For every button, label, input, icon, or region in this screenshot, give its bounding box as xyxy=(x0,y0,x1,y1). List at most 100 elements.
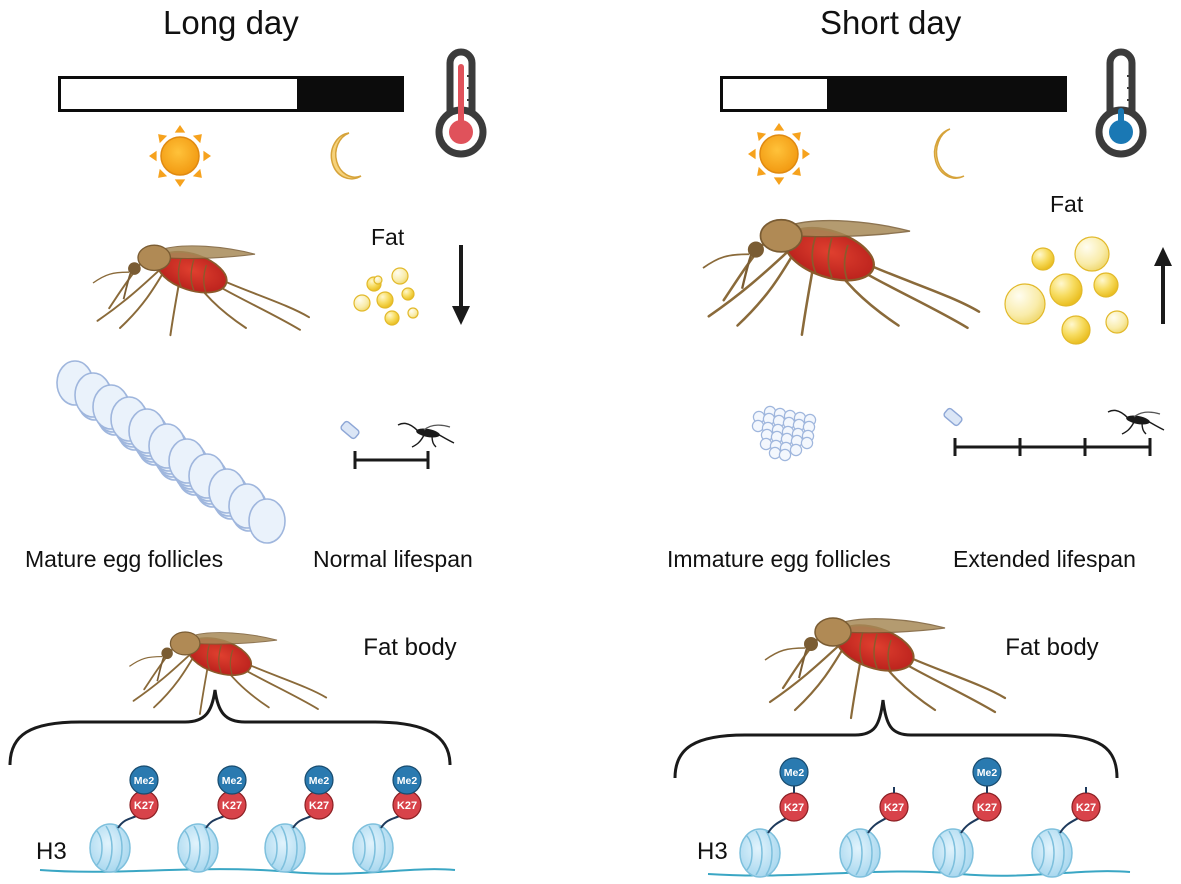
sun-ray xyxy=(192,168,202,178)
short-day-fat-body-brace xyxy=(673,699,1119,779)
long-day-photoperiod-bar xyxy=(58,76,404,112)
fat-droplet xyxy=(407,307,419,319)
sun-ray xyxy=(158,168,168,178)
me2-mark xyxy=(129,765,159,795)
normal-lifespan-timeline xyxy=(353,451,430,469)
nucleosome-icon xyxy=(1031,828,1073,878)
nucleosome-icon xyxy=(739,828,781,878)
sun-icon xyxy=(149,125,211,187)
egg-follicle-icon xyxy=(248,498,286,544)
histone-tail xyxy=(767,816,789,834)
thermometer-icon xyxy=(1095,48,1147,158)
fat-droplet xyxy=(1049,273,1083,307)
k27-label: K27 xyxy=(784,802,804,814)
me2-label: Me2 xyxy=(222,775,243,787)
egg-follicle-icon xyxy=(751,419,765,433)
nucleosome-icon xyxy=(352,823,394,873)
sun-ray xyxy=(174,179,186,187)
short-day-h3-label: H3 xyxy=(697,838,728,865)
fat-droplet xyxy=(1074,236,1110,272)
sun-ray xyxy=(773,177,785,185)
mosquito-icon xyxy=(701,216,981,336)
histone-tail xyxy=(292,814,314,829)
me2-mark xyxy=(217,765,247,795)
sun-ray xyxy=(192,134,202,144)
k27-label: K27 xyxy=(134,800,154,812)
k27-label: K27 xyxy=(884,802,904,814)
sun-ray xyxy=(203,150,211,162)
moon-icon xyxy=(330,132,362,180)
mature-egg-follicles xyxy=(56,360,286,544)
egg-raft-icon xyxy=(340,420,360,440)
sun-ray xyxy=(757,166,767,176)
sun-ray xyxy=(149,150,157,162)
long-day-egg-caption: Mature egg follicles xyxy=(25,546,224,572)
sun-ray xyxy=(158,134,168,144)
short-day-fat-droplets xyxy=(1004,236,1129,345)
extended-lifespan-timeline xyxy=(953,438,1152,456)
histone-tail xyxy=(205,814,227,829)
histone-tail xyxy=(960,816,982,834)
k27-label: K27 xyxy=(222,800,242,812)
egg-follicle-icon xyxy=(789,443,803,457)
sun-ray xyxy=(174,125,186,133)
nucleosome-icon xyxy=(839,828,881,878)
me2-mark xyxy=(779,757,809,787)
sun-icon xyxy=(748,123,810,185)
long-day-title: Long day xyxy=(163,4,299,41)
fat-droplet xyxy=(391,267,409,285)
nucleosome-icon xyxy=(264,823,306,873)
long-day-fat-label: Fat xyxy=(371,224,405,250)
histone-tail xyxy=(1059,816,1081,834)
short-day-photoperiod-bar xyxy=(720,76,1067,112)
me2-mark xyxy=(392,765,422,795)
sun-disc xyxy=(160,136,200,176)
egg-follicle-icon xyxy=(768,446,782,460)
egg-raft-icon xyxy=(943,407,963,427)
fat-droplet xyxy=(376,291,394,309)
mosquito-icon xyxy=(128,629,328,715)
short-day-fat-label: Fat xyxy=(1050,191,1084,217)
me2-mark xyxy=(972,757,1002,787)
k27-label: K27 xyxy=(309,800,329,812)
long-day-fat-body-brace xyxy=(8,689,452,766)
nucleosome-icon xyxy=(932,828,974,878)
histone-tail xyxy=(117,814,139,829)
k27-label: K27 xyxy=(977,802,997,814)
egg-follicle-icon xyxy=(759,437,773,451)
long-day-fat-droplets xyxy=(353,267,419,326)
histone-tail xyxy=(867,816,889,834)
immature-egg-follicles xyxy=(751,405,817,462)
egg-follicle-icon xyxy=(778,448,792,462)
long-day-h3-label: H3 xyxy=(36,838,67,865)
long-day-lifespan-caption: Normal lifespan xyxy=(313,546,473,572)
me2-label: Me2 xyxy=(784,767,805,779)
nucleosome-icon xyxy=(89,823,131,873)
k27-label: K27 xyxy=(1076,802,1096,814)
moon-icon xyxy=(933,128,965,179)
me2-label: Me2 xyxy=(397,775,418,787)
me2-label: Me2 xyxy=(309,775,330,787)
fat-droplet xyxy=(384,310,400,326)
sun-ray xyxy=(748,148,756,160)
fat-droplet xyxy=(401,287,415,301)
fat-droplet xyxy=(1004,283,1046,325)
fat-droplet xyxy=(1105,310,1129,334)
me2-label: Me2 xyxy=(134,775,155,787)
sun-ray xyxy=(791,132,801,142)
fat-droplet xyxy=(1093,272,1119,298)
histone-tail xyxy=(380,814,402,829)
long-day-fat-body-label: Fat body xyxy=(363,634,457,661)
fat-droplet xyxy=(1061,315,1091,345)
fat-droplet xyxy=(353,294,371,312)
adult-mosquito-icon xyxy=(1107,409,1165,435)
mosquito-icon xyxy=(92,242,310,337)
adult-mosquito-icon xyxy=(397,422,455,448)
fat-droplet xyxy=(1031,247,1055,271)
short-day-egg-caption: Immature egg follicles xyxy=(667,546,891,572)
egg-follicle-icon xyxy=(800,436,814,450)
thermometer-icon xyxy=(435,48,487,158)
me2-mark xyxy=(304,765,334,795)
fat-increase-arrow xyxy=(1154,247,1172,324)
